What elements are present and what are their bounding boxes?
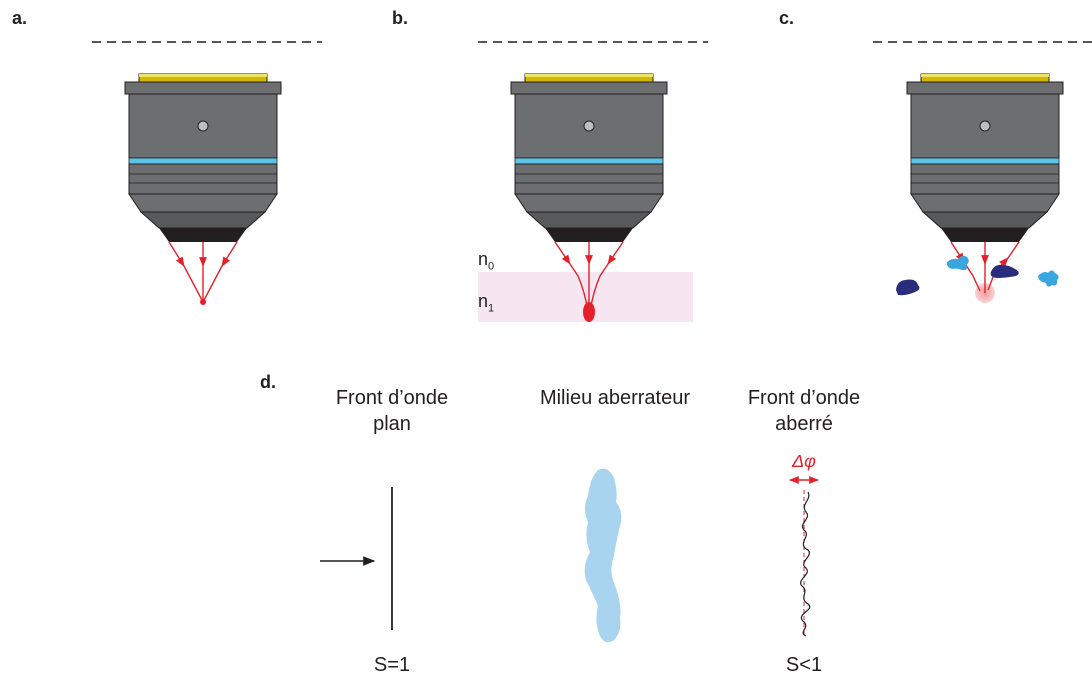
scatterer-light-2 <box>1038 270 1059 287</box>
strehl-aberrated: S<1 <box>785 654 823 676</box>
scatterer-light-1 <box>946 255 969 271</box>
n1-label: n1 <box>478 288 494 322</box>
aberrated-wavefront-title-line1: Front d’onde <box>747 387 861 409</box>
n0-label: n0 <box>478 246 494 280</box>
scatterer-dark-1 <box>896 279 920 296</box>
aberrated-wavefront-title-line2: aberré <box>775 413 833 435</box>
aberrated-wavefront <box>800 491 811 637</box>
objective-b <box>510 73 668 243</box>
rays-b <box>554 241 624 318</box>
focus-b <box>583 302 595 322</box>
panel-label-b: b. <box>392 8 408 28</box>
strehl-plane: S=1 <box>373 654 411 676</box>
n1-base: n <box>478 291 489 311</box>
scatterer-dark-2 <box>990 264 1019 278</box>
n0-subscript: 0 <box>488 260 495 273</box>
panel-label-d: d. <box>260 372 276 392</box>
rays-a <box>168 241 238 303</box>
n0-base: n <box>478 249 489 269</box>
medium-title: Milieu aberrateur <box>539 387 691 409</box>
objective-c <box>906 73 1064 243</box>
objective-a <box>124 73 282 243</box>
panel-label-a: a. <box>12 8 28 28</box>
plane-wavefront-title-line2: plan <box>373 413 411 435</box>
panel-label-c: c. <box>779 8 795 28</box>
focus-a <box>200 299 206 305</box>
n1-subscript: 1 <box>488 302 495 315</box>
aberrating-medium <box>584 468 622 643</box>
phase-label: Δφ <box>792 451 816 471</box>
plane-wavefront-title-line1: Front d’onde <box>335 387 449 409</box>
